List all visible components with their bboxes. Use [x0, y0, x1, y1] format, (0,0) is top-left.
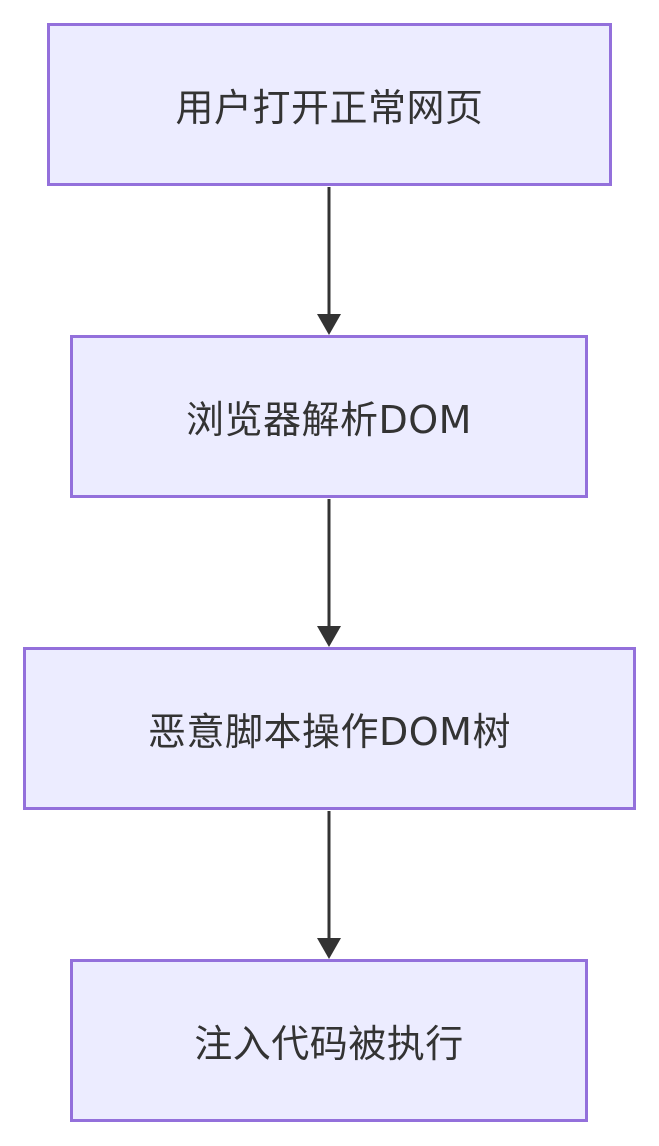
edge-n3-n4: [317, 811, 341, 959]
edge-n1-n2: [317, 187, 341, 335]
arrow-head-icon: [317, 314, 341, 335]
arrow-head-icon: [317, 938, 341, 959]
flow-node-parse-dom: 浏览器解析DOM: [70, 335, 588, 498]
flow-node-label: 用户打开正常网页: [175, 86, 484, 130]
edge-n2-n3: [317, 499, 341, 647]
flow-node-code-executed: 注入代码被执行: [70, 959, 588, 1122]
flow-node-label: 恶意脚本操作DOM树: [148, 710, 511, 754]
flow-node-open-page: 用户打开正常网页: [47, 23, 612, 186]
flow-node-malicious-script: 恶意脚本操作DOM树: [23, 647, 636, 810]
flow-node-label: 注入代码被执行: [194, 1022, 464, 1066]
flow-node-label: 浏览器解析DOM: [186, 398, 472, 442]
arrow-head-icon: [317, 626, 341, 647]
